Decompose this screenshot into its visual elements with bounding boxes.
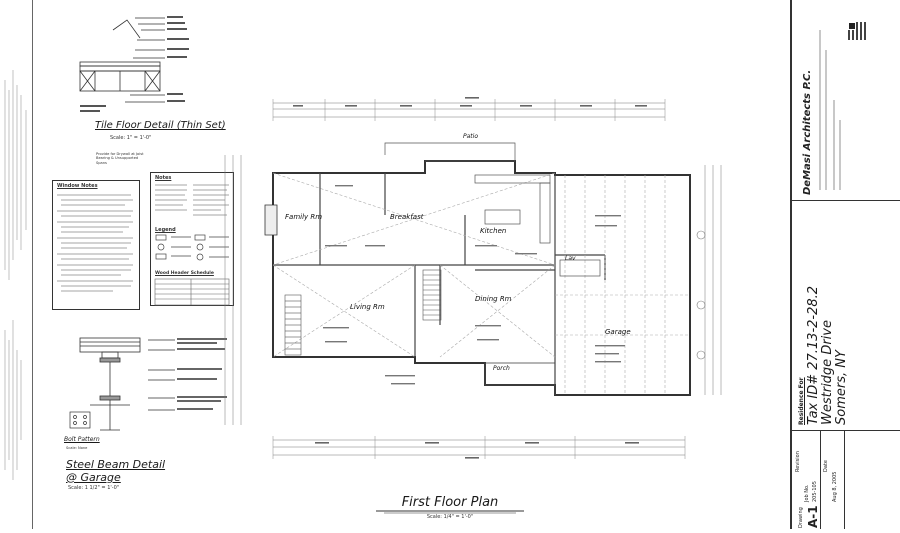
bolt-pattern-scale: Scale: None (66, 446, 88, 450)
stamp-text-lines (4, 70, 27, 480)
date-label: Date (823, 460, 829, 472)
job-value: 205-105 (812, 481, 818, 502)
tile-detail-drawing (79, 16, 189, 112)
firm-name: DeMasi Architects P.C. (802, 69, 813, 195)
legend-title: Legend (155, 227, 176, 233)
tile-detail-scale: Scale: 1" = 1'-0" (110, 135, 152, 141)
street-name: Westridge Drive (820, 320, 835, 425)
beam-detail-title-2: @ Garage (66, 471, 121, 484)
floor-plan-drawing (224, 97, 722, 459)
job-label: Job No. (804, 484, 810, 502)
beam-detail-title-1: Steel Beam Detail (66, 458, 166, 471)
bolt-pattern-drawing (69, 411, 91, 429)
window-notes-title: Window Notes (57, 183, 98, 189)
date-cell (820, 430, 845, 529)
drywall-note-text: Provide for Drywall at Joist Bearing & U… (96, 152, 144, 165)
project-info: Residence For Tax ID# 27.13-2-28.2 Westr… (792, 200, 900, 431)
tile-detail-title: Tile Floor Detail (Thin Set) (95, 120, 226, 131)
title-block: DeMasi Architects P.C. Residence For Tax… (790, 0, 900, 529)
town-name: Somers, NY (834, 350, 849, 425)
notes-lines (155, 184, 229, 216)
plan-scale: Scale: 1/4" = 1'-0" (426, 514, 474, 520)
beam-detail-scale: Scale: 1 1/2" = 1'-0" (68, 485, 120, 491)
header-schedule-table (154, 278, 230, 306)
bolt-pattern: Bolt Pattern (64, 410, 104, 443)
drawing-label: Drawing (798, 507, 804, 528)
plan-title-block: First Floor Plan Scale: 1/4" = 1'-0" (370, 495, 530, 525)
room-label-garage: Garage (605, 328, 631, 336)
tile-floor-detail: Tile Floor Detail (Thin Set) Scale: 1" =… (75, 10, 226, 145)
firm-info: DeMasi Architects P.C. (792, 0, 900, 201)
room-label-lav: Lav (565, 255, 576, 262)
tax-id: Tax ID# 27.13-2-28.2 (806, 285, 821, 425)
room-label-living: Living Rm (350, 303, 385, 311)
plan-title: First Floor Plan (401, 495, 499, 510)
left-stamp-column (0, 0, 33, 529)
room-label-kitchen: Kitchen (480, 227, 507, 235)
notes-title: Notes (155, 175, 172, 181)
steel-beam-drawing (79, 337, 227, 431)
sheet-info-table: Revision Date Aug 8, 2005 Job No. 205-10… (792, 430, 900, 529)
room-label-dining: Dining Rm (475, 295, 512, 303)
steel-beam-detail: Bolt Pattern Scale: None Steel Beam Deta… (60, 330, 235, 500)
bolt-pattern-title: Bolt Pattern (64, 436, 100, 443)
header-schedule-title: Wood Header Schedule (155, 271, 214, 276)
room-label-family: Family Rm (285, 213, 323, 221)
window-notes-box: Window Notes (52, 180, 140, 310)
room-label-patio: Patio (463, 133, 478, 140)
drywall-note: Provide for Drywall at Joist Bearing & U… (96, 152, 146, 170)
room-label-porch: Porch (493, 365, 510, 372)
firm-address-lines (819, 30, 841, 190)
residence-for: Residence For (798, 377, 805, 425)
general-notes-box: Notes Legend Wood Header Schedule (150, 172, 234, 306)
room-label-breakfast: Breakfast (390, 213, 424, 221)
plan-title-underline (376, 510, 524, 514)
legend-symbols (155, 234, 229, 261)
drawing-value: A-1 (806, 505, 820, 528)
revision-label: Revision (795, 451, 801, 472)
date-value: Aug 8, 2005 (832, 471, 838, 502)
window-notes-lines (57, 194, 133, 292)
qr-code-corner (848, 22, 856, 30)
revision-cell (792, 430, 821, 529)
floor-plan: Patio Family Rm Breakfast Kitchen Lav Li… (215, 95, 740, 475)
